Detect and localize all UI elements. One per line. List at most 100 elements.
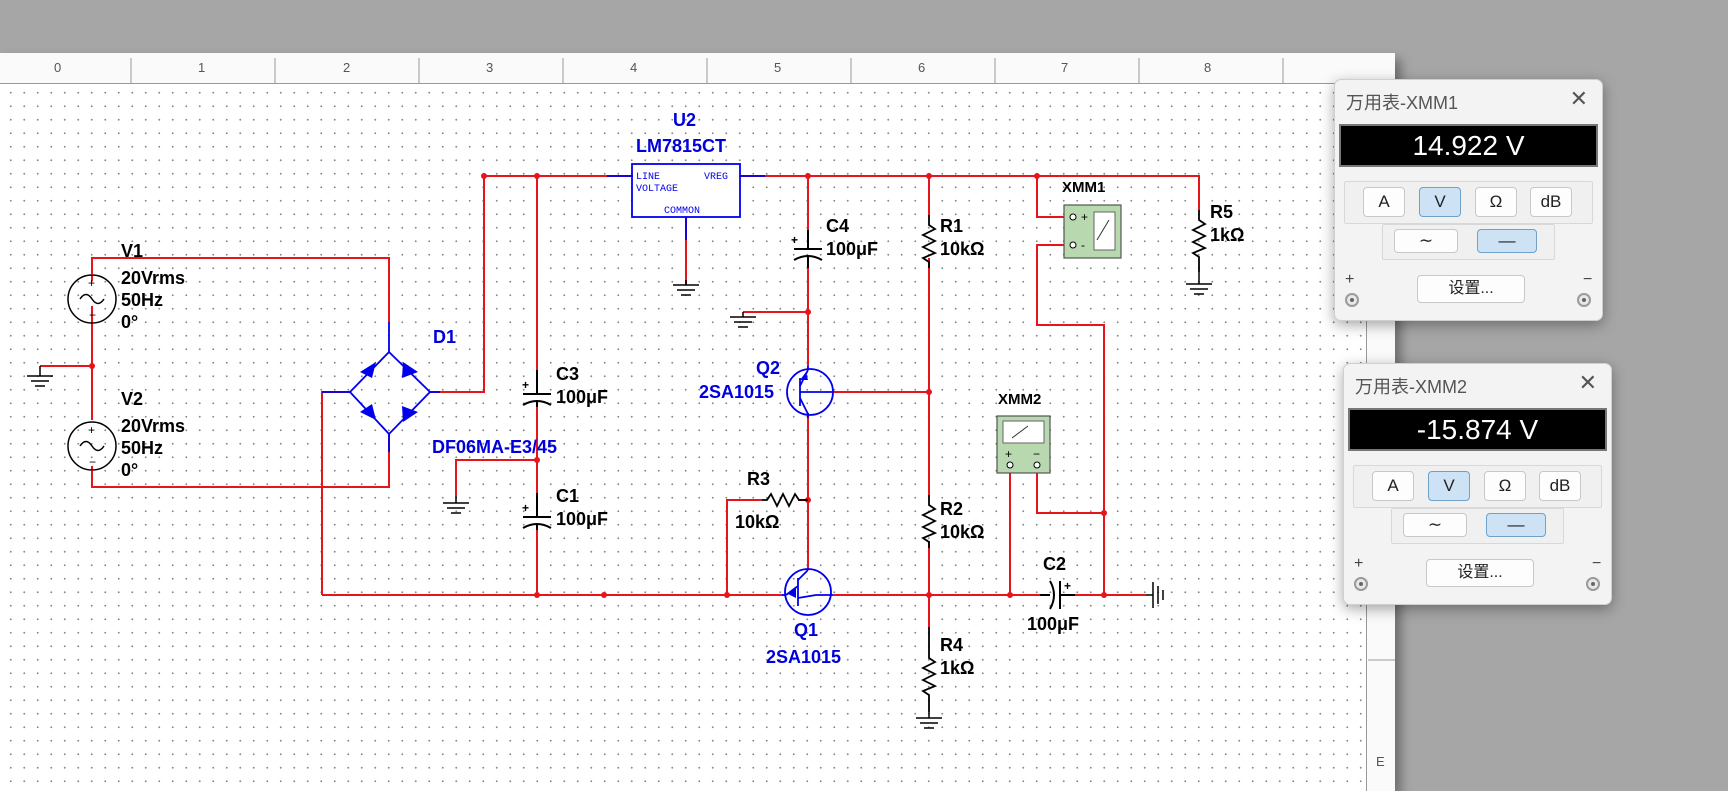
r2-name: R2 <box>940 499 963 519</box>
ground-icon <box>673 280 699 296</box>
mode-button-db[interactable]: dB <box>1539 471 1581 501</box>
mode-button-ohm[interactable]: Ω <box>1475 187 1517 217</box>
c3-value: 100μF <box>556 387 608 407</box>
r2-value: 10kΩ <box>940 522 984 542</box>
ruler-label-6: 6 <box>918 60 925 75</box>
close-icon[interactable]: ✕ <box>1578 370 1597 395</box>
positive-terminal-icon[interactable] <box>1345 293 1359 307</box>
ruler-label-0: 0 <box>54 60 61 75</box>
resistor-r5-icon[interactable] <box>1190 210 1208 272</box>
svg-text:+: + <box>88 423 95 437</box>
c2-name: C2 <box>1043 554 1066 574</box>
u2-part: LM7815CT <box>636 136 726 156</box>
regulator-u2-symbol[interactable] <box>607 163 765 240</box>
ac-source-icon[interactable] <box>67 421 117 487</box>
dc-line-icon[interactable]: — <box>1477 229 1537 253</box>
resistor-r2-icon[interactable] <box>920 495 938 548</box>
svg-text:+: + <box>1064 579 1071 593</box>
v1-voltage: 20Vrms <box>121 268 185 288</box>
transistor-q1-icon[interactable] <box>782 568 833 616</box>
ac-source-symbols[interactable] <box>67 258 117 487</box>
mode-button-a[interactable]: A <box>1363 187 1405 217</box>
u2-pin-voltage: VOLTAGE <box>636 184 678 195</box>
r5-value: 1kΩ <box>1210 225 1244 245</box>
svg-text:+: + <box>1005 447 1012 461</box>
negative-terminal-icon[interactable] <box>1577 293 1591 307</box>
window-title: 万用表-XMM1 <box>1346 93 1458 113</box>
svg-text:+: + <box>791 233 798 247</box>
mode-button-v[interactable]: V <box>1419 187 1461 217</box>
reading-display: -15.874 V <box>1348 408 1607 451</box>
plus-sign: + <box>1354 555 1364 572</box>
settings-button[interactable]: 设置... <box>1426 559 1534 587</box>
capacitor-c2-icon[interactable] <box>1040 580 1075 610</box>
u2-pin-common: COMMON <box>664 206 700 217</box>
v1-name: V1 <box>121 241 143 261</box>
xmm1-name: XMM1 <box>1062 179 1105 196</box>
transistor-arrows <box>788 372 808 598</box>
d1-part: DF06MA-E3/45 <box>432 437 557 457</box>
r4-name: R4 <box>940 635 963 655</box>
component-labels: V1 20Vrms 50Hz 0° V2 20Vrms 50Hz 0° C3 1… <box>121 179 1244 678</box>
negative-terminal-icon[interactable] <box>1586 577 1600 591</box>
multimeter-xmm1-window[interactable]: 万用表-XMM1 ✕ 14.922 V A V Ω dB ∼ — + 设置...… <box>1334 79 1603 321</box>
ruler-label-5: 5 <box>774 60 781 75</box>
c4-name: C4 <box>826 216 849 236</box>
capacitor-c4-icon[interactable] <box>793 230 823 268</box>
capacitor-symbols[interactable] <box>522 230 1075 610</box>
ruler-label-2: 2 <box>343 60 350 75</box>
instrument-terminal-signs: +- +− <box>1005 210 1088 461</box>
ground-icon <box>1146 582 1164 608</box>
ac-source-icon[interactable] <box>67 258 117 324</box>
resistor-r4-icon[interactable] <box>920 627 938 712</box>
v1-phase: 0° <box>121 312 138 332</box>
plus-sign: + <box>1345 271 1355 288</box>
u2-pin-line: LINE <box>636 172 660 183</box>
v2-name: V2 <box>121 389 143 409</box>
ac-wave-icon[interactable]: ∼ <box>1403 513 1467 537</box>
source-polarity: +− +− <box>88 276 96 469</box>
regulator-pin-labels: LINE VREG VOLTAGE COMMON <box>636 172 728 217</box>
c4-value: 100μF <box>826 239 878 259</box>
resistor-r3-icon[interactable] <box>762 491 808 509</box>
minus-sign: − <box>1592 555 1602 572</box>
v1-frequency: 50Hz <box>121 290 163 310</box>
settings-button[interactable]: 设置... <box>1417 275 1525 303</box>
v2-frequency: 50Hz <box>121 438 163 458</box>
xmm2-instrument[interactable] <box>996 415 1051 474</box>
ruler-label-3: 3 <box>486 60 493 75</box>
q2-name: Q2 <box>756 358 780 378</box>
top-ruler <box>0 53 1395 84</box>
ground-icon <box>916 712 942 729</box>
close-icon[interactable]: ✕ <box>1569 86 1588 111</box>
junction-dots <box>89 173 1107 598</box>
xmm1-instrument[interactable] <box>1063 204 1122 259</box>
bridge-rectifier-symbol[interactable] <box>322 322 440 452</box>
wires[interactable] <box>40 175 1200 627</box>
q1-part: 2SA1015 <box>766 647 841 667</box>
transistor-q2-icon[interactable] <box>786 366 834 418</box>
dc-line-icon[interactable]: — <box>1486 513 1546 537</box>
capacitor-c1-icon[interactable] <box>522 493 552 530</box>
ac-wave-icon[interactable]: ∼ <box>1394 229 1458 253</box>
multimeter-xmm2-window[interactable]: 万用表-XMM2 ✕ -15.874 V A V Ω dB ∼ — + 设置..… <box>1343 363 1612 605</box>
capacitor-polarity: + + + + <box>522 233 1071 593</box>
mode-button-ohm[interactable]: Ω <box>1484 471 1526 501</box>
signal-group: ∼ — <box>1391 508 1564 544</box>
ruler-labels: 0 1 2 3 4 5 6 7 8 <box>54 60 1211 75</box>
reading-display: 14.922 V <box>1339 124 1598 167</box>
r5-name: R5 <box>1210 202 1233 222</box>
ruler-ticks <box>130 58 1395 661</box>
positive-terminal-icon[interactable] <box>1354 577 1368 591</box>
mode-button-v[interactable]: V <box>1428 471 1470 501</box>
ground-symbols <box>27 272 1212 729</box>
mode-button-db[interactable]: dB <box>1530 187 1572 217</box>
resistor-symbols[interactable] <box>762 210 1208 712</box>
ruler-side-label: E <box>1376 754 1385 769</box>
svg-text:+: + <box>522 501 529 515</box>
c2-value: 100μF <box>1027 614 1079 634</box>
mode-button-a[interactable]: A <box>1372 471 1414 501</box>
capacitor-c3-icon[interactable] <box>522 370 552 407</box>
resistor-r1-icon[interactable] <box>920 215 938 268</box>
